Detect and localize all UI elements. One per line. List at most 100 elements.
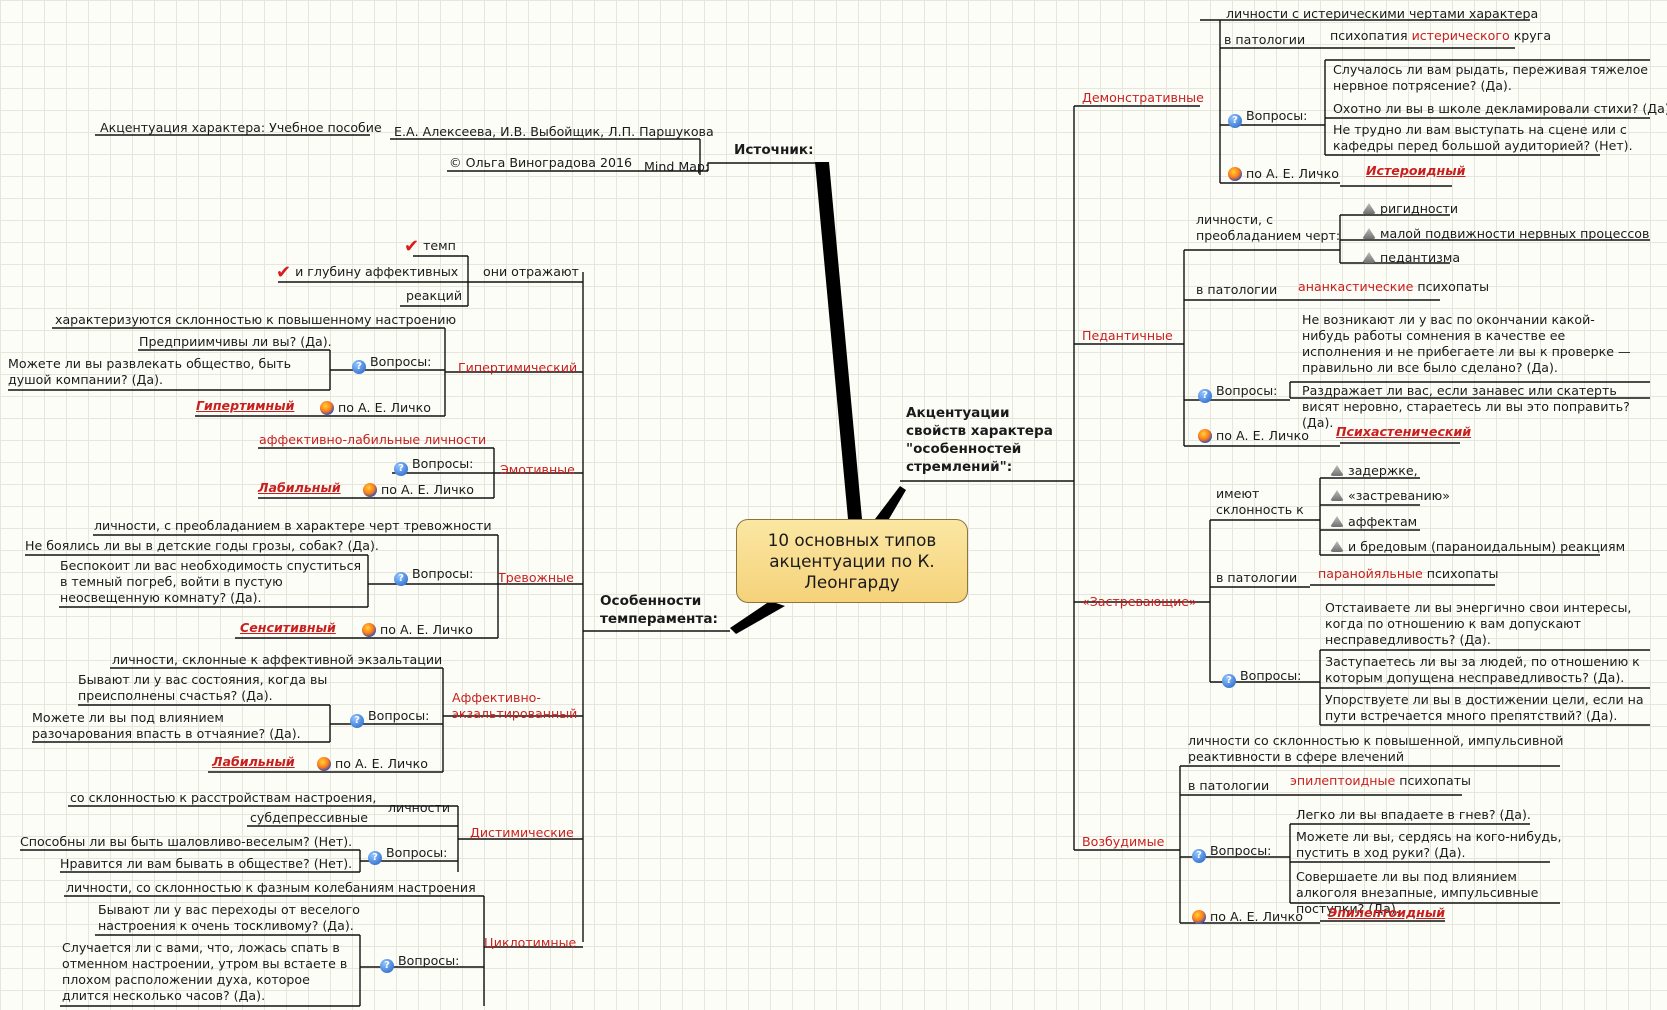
demo-questions: ?Вопросы:	[1228, 108, 1307, 128]
dist-q1: Способны ли вы быть шаловливо-веселым? (…	[20, 834, 353, 849]
ped-traits-label: личности, с преобладанием черт:	[1196, 212, 1341, 243]
mountain-icon	[1330, 465, 1344, 476]
voz-lichko-type: Эпилептоидный	[1328, 905, 1446, 920]
voz-patol-label: в патологии	[1188, 778, 1270, 793]
hyper-lichko: по А. Е. Личко	[320, 400, 431, 416]
ped-lichko-type: Психастенический	[1336, 424, 1472, 439]
ped-patol: ананкастические психопаты	[1298, 279, 1490, 294]
trev-desc: личности, с преобладанием в характере че…	[94, 518, 492, 533]
mountain-icon	[1330, 516, 1344, 527]
firefox-icon	[362, 623, 376, 637]
branch-anxious[interactable]: Тревожные	[498, 570, 574, 585]
reflect-depth: ✔и глубину аффективных	[276, 262, 459, 283]
voz-desc: личности со склонностью к повышенной, им…	[1188, 733, 1564, 764]
zas-t2: «застреванию»	[1330, 488, 1450, 504]
demo-desc: личности с истерическими чертами характе…	[1226, 6, 1539, 21]
ped-q2: Раздражает ли вас, если занавес или скат…	[1302, 383, 1630, 430]
trev-lichko-type: Сенситивный	[240, 620, 336, 635]
hyper-q2: Можете ли вы развлекать общество, быть д…	[8, 356, 292, 387]
ped-patol-label: в патологии	[1196, 282, 1278, 297]
affect-lichko: по А. Е. Личко	[317, 756, 428, 772]
branch-cyclothymic[interactable]: Циклотимные	[484, 935, 577, 950]
zas-q1: Отстаиваете ли вы энергично свои интерес…	[1325, 600, 1632, 647]
source-book: Акцентуация характера: Учебное пособие	[100, 120, 382, 135]
cycl-questions: ?Вопросы:	[380, 953, 459, 973]
trev-lichko: по А. Е. Личко	[362, 622, 473, 638]
mountain-icon	[1362, 228, 1376, 239]
demo-q3: Не трудно ли вам выступать на сцене или …	[1333, 122, 1633, 153]
voz-questions: ?Вопросы:	[1192, 843, 1271, 863]
voz-q3: Совершаете ли вы под влиянием алкоголя в…	[1296, 869, 1539, 916]
mountain-icon	[1362, 252, 1376, 263]
mindmap-author: © Ольга Виноградова 2016	[449, 155, 633, 170]
character-title[interactable]: Акцентуации свойств характера "особеннос…	[906, 405, 1053, 475]
hyper-questions: ?Вопросы:	[352, 354, 431, 374]
firefox-icon	[1198, 429, 1212, 443]
branch-hyperthymic[interactable]: Гипертимический	[458, 360, 578, 375]
central-topic[interactable]: 10 основных типов акцентуации по К. Леон…	[736, 519, 968, 603]
affect-lichko-type: Лабильный	[212, 754, 295, 769]
mountain-icon	[1330, 541, 1344, 552]
source-authors: Е.А. Алексеева, И.В. Выбойщик, Л.П. Парш…	[394, 124, 714, 139]
zas-t4: и бредовым (параноидальным) реакциям	[1330, 539, 1625, 555]
dist-d1: со склонностью к расстройствам настроени…	[70, 790, 377, 805]
branch-affective-exalted[interactable]: Аффективно-экзальтированный	[452, 690, 578, 721]
question-icon: ?	[394, 462, 408, 476]
trev-questions: ?Вопросы:	[394, 566, 473, 586]
demo-lichko: по А. Е. Личко	[1228, 166, 1339, 182]
branch-demonstrative[interactable]: Демонстративные	[1082, 90, 1204, 105]
firefox-icon	[317, 757, 331, 771]
question-icon: ?	[350, 714, 364, 728]
ped-trait-2: малой подвижности нервных процессов	[1362, 226, 1649, 242]
source-label[interactable]: Источник:	[734, 142, 814, 158]
voz-patol: эпилептоидные психопаты	[1290, 773, 1471, 788]
reflect-tempo: ✔темп	[404, 236, 456, 257]
voz-q1: Легко ли вы впадаете в гнев? (Да).	[1296, 807, 1531, 822]
check-icon: ✔	[404, 236, 420, 257]
demo-patol-label: в патологии	[1224, 32, 1306, 47]
zas-patol: паранойяльные психопаты	[1318, 566, 1499, 581]
affect-questions: ?Вопросы:	[350, 708, 429, 728]
ped-trait-3: педантизма	[1362, 250, 1460, 266]
cycl-desc: личности, со склонностью к фазным колеба…	[66, 880, 476, 895]
question-icon: ?	[1192, 849, 1206, 863]
branch-excitable[interactable]: Возбудимые	[1082, 834, 1165, 849]
question-icon: ?	[1198, 389, 1212, 403]
affect-q2: Можете ли вы под влиянием разочарования …	[32, 710, 301, 741]
voz-q2: Можете ли вы, сердясь на кого-нибудь, пу…	[1296, 829, 1562, 860]
dist-questions: ?Вопросы:	[368, 845, 447, 865]
emot-questions: ?Вопросы:	[394, 456, 473, 476]
demo-q2: Охотно ли вы в школе декламировали стихи…	[1333, 101, 1667, 116]
ped-trait-1: ригидности	[1362, 201, 1458, 217]
branch-stuck[interactable]: «Застревающие»	[1082, 594, 1197, 609]
mountain-icon	[1362, 203, 1376, 214]
branch-pedantic[interactable]: Педантичные	[1082, 328, 1173, 343]
dist-lich: личности	[388, 800, 451, 815]
ped-q1: Не возникают ли у вас по окончании какой…	[1302, 312, 1631, 375]
ped-questions: ?Вопросы:	[1198, 383, 1277, 403]
temperament-title[interactable]: Особенности темперамента:	[600, 593, 718, 627]
emot-desc: аффективно-лабильные личности	[259, 432, 487, 447]
zas-questions: ?Вопросы:	[1222, 668, 1301, 688]
zas-q3: Упорствуете ли вы в достижении цели, есл…	[1325, 692, 1644, 723]
zas-t3: аффектам	[1330, 514, 1417, 530]
hyper-lichko-type: Гипертимный	[196, 398, 295, 413]
voz-lichko: по А. Е. Личко	[1192, 909, 1303, 925]
reflect-reactions: реакций	[406, 288, 463, 303]
firefox-icon	[363, 483, 377, 497]
zas-patol-label: в патологии	[1216, 570, 1298, 585]
emot-lichko-type: Лабильный	[258, 480, 341, 495]
question-icon: ?	[394, 572, 408, 586]
ped-lichko: по А. Е. Личко	[1198, 428, 1309, 444]
branch-emotive[interactable]: Эмотивные	[500, 462, 575, 477]
firefox-icon	[1192, 910, 1206, 924]
branch-dysthymic[interactable]: Дистимические	[470, 825, 574, 840]
mountain-icon	[1330, 490, 1344, 501]
central-topic-text: 10 основных типов акцентуации по К. Леон…	[767, 529, 937, 592]
question-icon: ?	[368, 851, 382, 865]
zas-tend-label: имеют склонность к	[1216, 486, 1304, 517]
cycl-q2: Случается ли с вами, что, ложась спать в…	[62, 940, 348, 1003]
dist-q2: Нравится ли вам бывать в обществе? (Нет)…	[60, 856, 353, 871]
hyper-q1: Предприимчивы ли вы? (Да).	[139, 334, 332, 349]
